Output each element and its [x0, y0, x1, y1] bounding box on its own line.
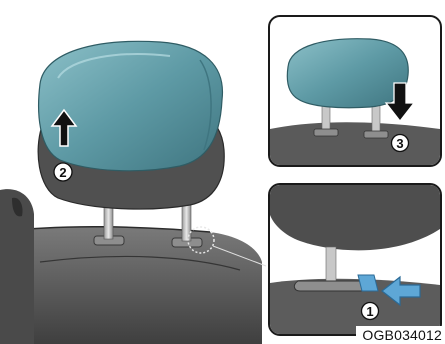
inset-headrest: [287, 39, 408, 108]
step-2-label: 2: [59, 165, 66, 180]
step-3-label: 3: [396, 136, 403, 151]
inset-post: [326, 247, 336, 283]
release-button-tab: [358, 275, 378, 291]
inset-lower-headrest: 3: [268, 15, 442, 167]
step-1-marker: 1: [362, 303, 379, 320]
release-button: [294, 281, 368, 291]
step-1-label: 1: [366, 304, 373, 319]
inset-bottom-illustration: 1: [270, 185, 440, 334]
step-3-marker: 3: [392, 135, 409, 152]
inset-seat-back: [270, 122, 440, 165]
inset-top-illustration: 3: [270, 17, 440, 165]
headrest-raised-position: [39, 41, 223, 170]
inset-headrest-bottom: [270, 185, 440, 250]
inset-sleeve-left: [314, 129, 338, 136]
inset-release-button: 1: [268, 183, 442, 336]
inset-sleeve-right: [364, 131, 388, 138]
step-2-marker: 2: [54, 163, 72, 181]
seat-back: [0, 227, 262, 344]
figure-code: OGB034012: [356, 326, 445, 344]
